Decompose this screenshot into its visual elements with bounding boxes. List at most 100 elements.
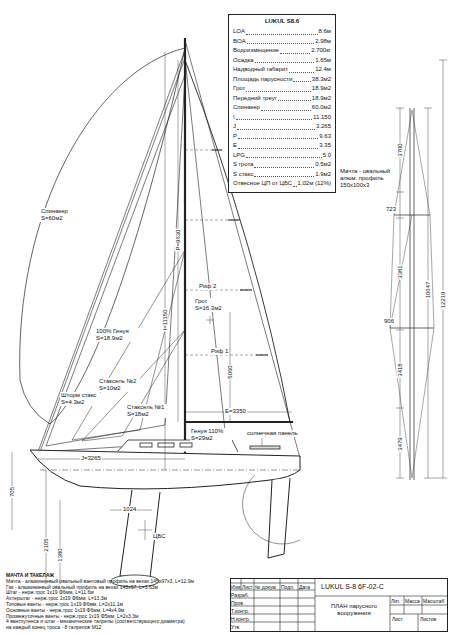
note-line: на каждый конец троса - 8 талрепов М12 <box>6 625 228 631</box>
spec-row: Передний треуг18.9м2 <box>229 94 335 104</box>
dot-leader <box>246 157 322 158</box>
spec-row: E 3.35 <box>229 141 335 151</box>
spec-name: Передний треуг <box>233 94 277 104</box>
spec-name: Отвесное ЦП от ЦБС <box>233 179 292 189</box>
sail-label: Спинакер S=60м2 <box>40 208 80 222</box>
title-cell: Масштаб <box>423 598 444 604</box>
spec-row: BOA 2.98м <box>229 37 335 47</box>
spec-name: J <box>233 122 236 132</box>
dot-leader <box>238 138 318 139</box>
spec-row: P 9.63 <box>229 132 335 142</box>
sail-label: J=3265 <box>80 455 102 462</box>
sail-label: Риф 1 <box>210 348 229 355</box>
sail-label: 1024 <box>122 506 137 513</box>
dot-leader <box>289 72 314 73</box>
spec-value: 2.98м <box>315 37 331 47</box>
spec-name: BOA <box>233 37 246 47</box>
sail-label: 906 <box>383 318 395 325</box>
spec-name: E <box>233 141 237 151</box>
sail-label: E=3350 <box>224 408 247 415</box>
title-cell: Лит. <box>391 598 400 604</box>
dimension: 1380 <box>57 547 64 562</box>
spec-row: Грот 18.9м2 <box>229 84 335 94</box>
sail-label: 100% Генуя S=18.9м2 <box>95 328 139 342</box>
dot-leader <box>237 129 315 130</box>
sail-label: Шторм стакс S=4.3м2 <box>60 392 100 406</box>
sail-label: ЦБС <box>152 533 167 540</box>
dot-leader <box>238 148 318 149</box>
dot-leader <box>293 186 296 187</box>
spec-value: 2.700кг <box>311 46 331 56</box>
spec-row: Надводный габарит12.4м <box>229 65 335 75</box>
spec-value: 0.5м2 <box>315 160 331 170</box>
sail-label: Грот S=16.3м2 <box>194 298 232 312</box>
dot-leader <box>246 91 311 92</box>
title-cell: Лист <box>392 616 403 622</box>
spec-value: 3.265 <box>316 122 331 132</box>
title-cell: Т.контр. <box>231 608 249 614</box>
title-cell: Изм <box>231 584 240 590</box>
title-cell: Дата <box>299 584 310 590</box>
spec-value: 60.0м2 <box>312 103 331 113</box>
spec-value: 11.150 <box>313 113 331 123</box>
dot-leader <box>247 43 315 44</box>
spec-name: I <box>233 113 235 123</box>
spec-value: 1.02м (12%) <box>298 179 331 189</box>
spec-row: Отвесное ЦП от ЦБС 1.02м (12%) <box>229 179 335 189</box>
dimension: I=11150 <box>162 309 169 332</box>
title-cell: Лист <box>242 584 253 590</box>
sail-label: Стаксель №2 S=10м2 <box>98 378 140 392</box>
dot-leader <box>278 100 311 101</box>
drawing-title: ПЛАН парусного вооружения <box>319 603 389 617</box>
title-cell: Листов <box>420 616 436 622</box>
dimension: 2105 <box>43 537 50 552</box>
dimension: 10647 <box>425 281 432 300</box>
spec-row: Осадка 1.65м <box>229 56 335 66</box>
spec-value: 18.9м2 <box>312 84 331 94</box>
title-cell: Утв. <box>231 624 241 630</box>
spec-value: 12.4м <box>315 65 331 75</box>
spec-name: Грот <box>233 84 245 94</box>
spec-value: 1.65м <box>315 56 331 66</box>
spec-name: LOA <box>233 27 245 37</box>
title-cell: Подп. <box>281 584 294 590</box>
title-cell: Разраб. <box>231 592 249 598</box>
spec-name: LPG <box>233 151 245 161</box>
sail-label: солнечная панель <box>246 430 299 437</box>
dot-leader <box>236 119 312 120</box>
spec-name: S грота <box>233 160 253 170</box>
spec-value: 9.63 <box>319 132 331 142</box>
sail-label: Стаксель №1 S=18м2 <box>126 404 168 418</box>
spec-name: P <box>233 132 237 142</box>
spec-name: Водоизмещение <box>233 46 279 56</box>
title-cell: Масса <box>405 598 420 604</box>
spec-row: LPG5.0 <box>229 151 335 161</box>
spec-name: Осадка <box>233 56 254 66</box>
spec-row: S стакс1.9м2 <box>229 170 335 180</box>
spec-row: Площадь парусности 38.3м2 <box>229 75 335 85</box>
drawing-number: LUKUL S-8 6F-02-C <box>321 583 384 591</box>
spec-value: 3.35 <box>319 141 331 151</box>
dot-leader <box>246 34 318 35</box>
spec-row: I 11.150 <box>229 113 335 123</box>
sail-label: Генуя 110% S=29м2 <box>190 428 232 442</box>
dimension: 3479 <box>397 436 404 451</box>
spec-row: Спинакер 60.0м2 <box>229 103 335 113</box>
dot-leader <box>280 53 310 54</box>
spec-name: Площадь парусности <box>233 75 292 85</box>
spec-table: LUKUL S8.6LOA8.6мBOA 2.98мВодоизмещение 2.… <box>228 14 336 193</box>
table-heading: LUKUL S8.6 <box>229 15 335 27</box>
spec-name: Спинакер <box>233 103 260 113</box>
title-cell: Пров. <box>231 600 244 606</box>
spec-value: 38.3м2 <box>312 75 331 85</box>
rigging-notes: МАЧТА И ТАКЕЛАЖМачта - алюминиевый оваль… <box>6 573 228 631</box>
dot-leader <box>255 62 315 63</box>
sail-label: Мачта - овальный алюм. профиль 150х100х3 <box>339 168 397 189</box>
dimension: 3381 <box>397 264 404 279</box>
dimension: 3418 <box>397 362 404 377</box>
dimension: 12219 <box>440 291 447 310</box>
spec-row: LOA8.6м <box>229 27 335 37</box>
sail-label: 723 <box>385 206 397 213</box>
dimension: 5060 <box>227 364 234 379</box>
